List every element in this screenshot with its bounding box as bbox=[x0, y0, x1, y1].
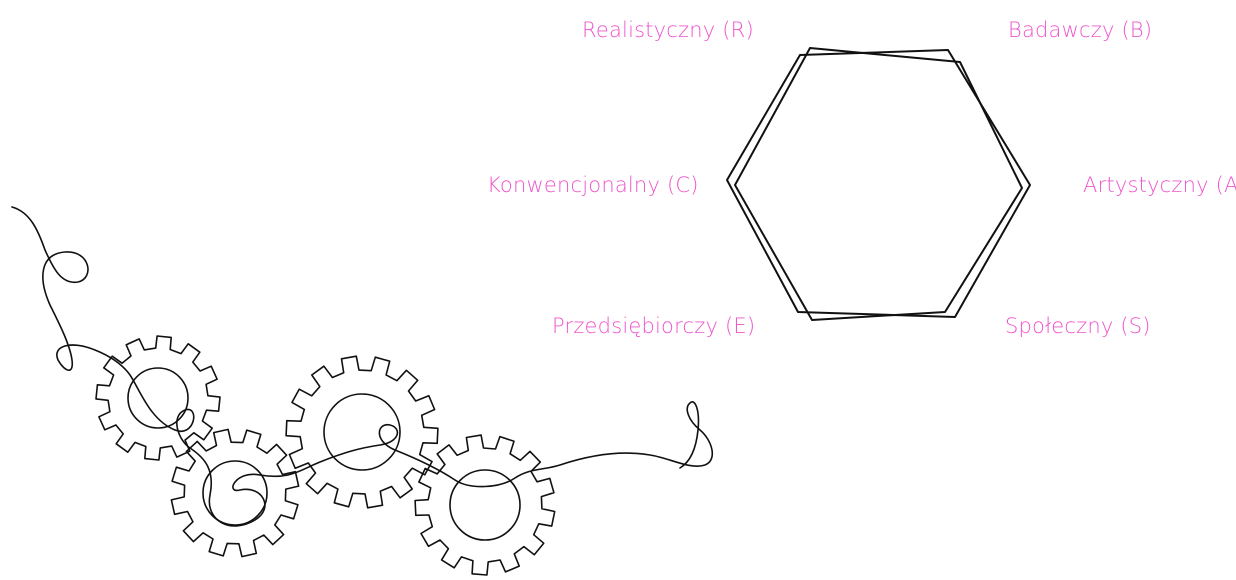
label-artistic: Artystyczny (A) bbox=[1083, 175, 1236, 196]
gear-1 bbox=[96, 336, 220, 460]
label-investigative: Badawczy (B) bbox=[1008, 20, 1152, 41]
label-social: Społeczny (S) bbox=[1005, 316, 1151, 337]
label-enterprising: Przedsiębiorczy (E) bbox=[552, 316, 755, 337]
gear-4 bbox=[415, 435, 555, 575]
gear-3 bbox=[286, 356, 438, 508]
label-realistic: Realistyczny (R) bbox=[582, 20, 754, 41]
gear-3-inner bbox=[324, 394, 400, 470]
label-conventional: Konwencjonalny (C) bbox=[487, 175, 699, 196]
thread-line bbox=[12, 207, 712, 526]
